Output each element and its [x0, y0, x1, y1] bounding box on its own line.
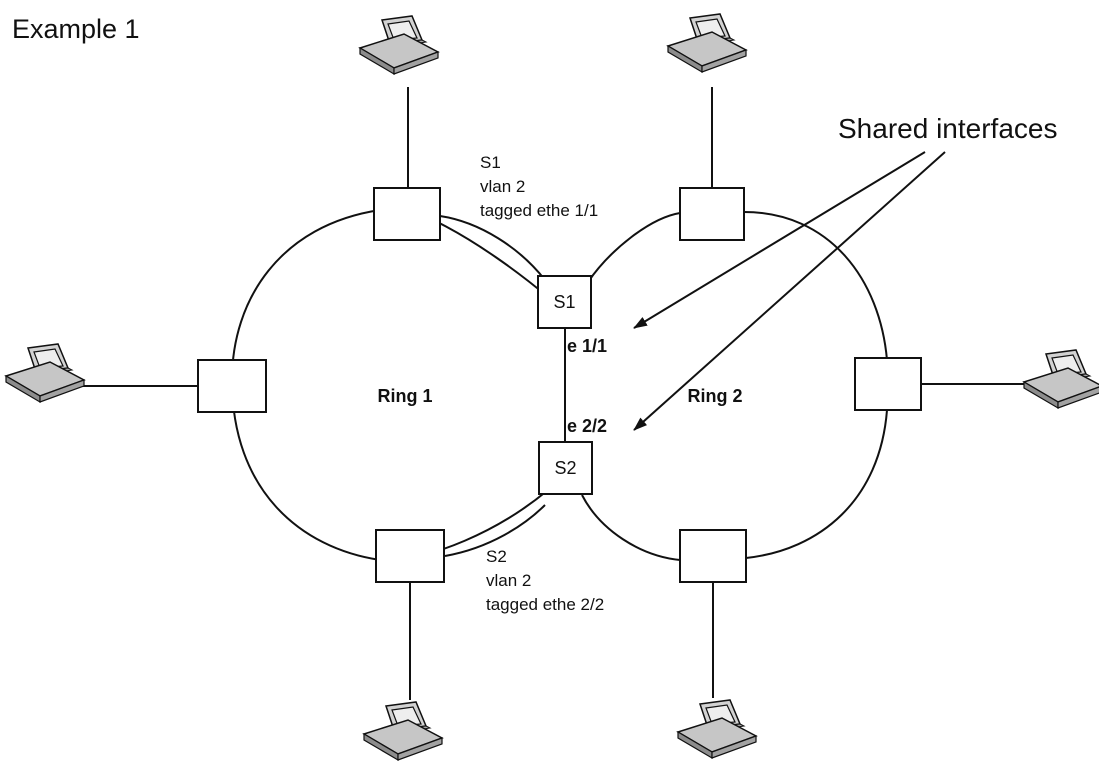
computer-icon	[359, 15, 439, 75]
s1-note-line: vlan 2	[480, 177, 525, 196]
ring1-node-bottom	[375, 529, 445, 583]
s1-note-line: S1	[480, 153, 501, 172]
s1-config-note: S1 vlan 2 tagged ethe 1/1	[480, 153, 598, 220]
ring-2-lower-arc	[581, 494, 681, 561]
switch-s1	[537, 275, 592, 329]
ring2-node-top	[679, 187, 745, 241]
computer-icon	[677, 699, 757, 759]
ring-2-top-right-arc	[743, 211, 888, 361]
port-label-e1-1: e 1/1	[567, 336, 607, 356]
ring2-node-right	[854, 357, 922, 411]
arrow-to-e2-2	[633, 151, 946, 431]
port-label-e2-2: e 2/2	[567, 416, 607, 436]
ring2-node-bottom	[679, 529, 747, 583]
s2-note-line: S2	[486, 547, 507, 566]
arrow-to-e1-1	[633, 151, 926, 329]
ring-2-upper-arc	[587, 212, 681, 283]
s2-config-note: S2 vlan 2 tagged ethe 2/2	[486, 547, 604, 614]
computer-icon	[1023, 349, 1099, 409]
ring-1-bottom-arc	[444, 504, 546, 557]
ring-1-outline	[230, 206, 549, 562]
computer-icon	[5, 343, 85, 403]
switch-s2	[538, 441, 593, 495]
ring1-node-top	[373, 187, 441, 241]
switch-s1-label: S1	[553, 292, 575, 312]
computer-icon	[667, 13, 747, 73]
ring-1-top-arc	[439, 215, 546, 281]
shared-interfaces-callout: Shared interfaces	[838, 113, 1057, 144]
ring-1-label: Ring 1	[377, 386, 432, 406]
ring-2-bottom-right-arc	[745, 409, 888, 559]
ring-2-label: Ring 2	[687, 386, 742, 406]
ring1-node-left	[197, 359, 267, 413]
diagram-title: Example 1	[12, 14, 140, 44]
switch-s2-label: S2	[554, 458, 576, 478]
s2-note-line: vlan 2	[486, 571, 531, 590]
s2-note-line: tagged ethe 2/2	[486, 595, 604, 614]
s1-note-line: tagged ethe 1/1	[480, 201, 598, 220]
computer-icon	[363, 701, 443, 761]
